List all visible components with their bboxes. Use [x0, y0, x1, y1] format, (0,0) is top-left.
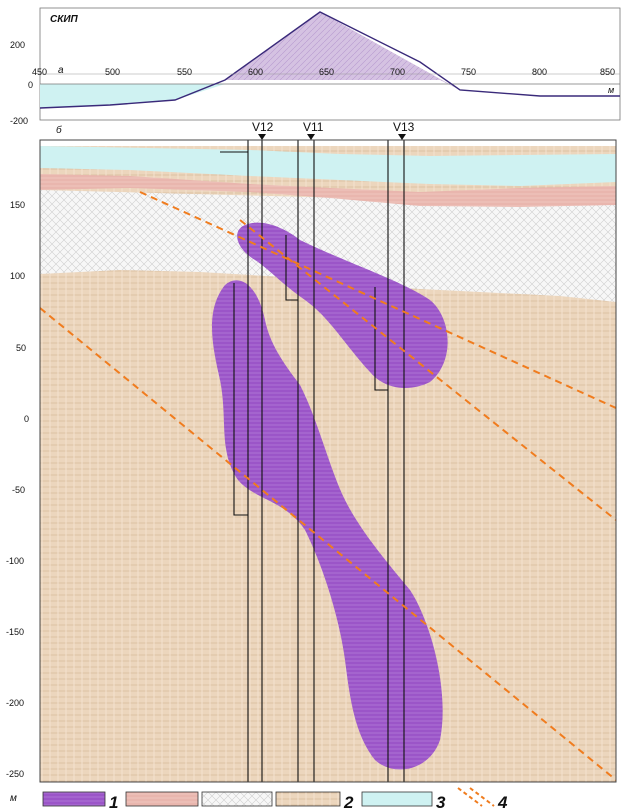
y-tick-label: -200: [6, 698, 24, 708]
x-tick-label: 850: [600, 67, 615, 77]
legend-number: 3: [436, 793, 446, 810]
fault-line: [139, 191, 616, 409]
ore-contact-v12: [233, 283, 248, 516]
panel-a-label: а: [58, 65, 64, 76]
y-tick-label: -150: [6, 627, 24, 637]
anomaly-negative-fill: [40, 84, 225, 108]
weathered-layer: [40, 190, 616, 302]
legend-swatch-water: [361, 791, 433, 807]
legend-swatch-host: [275, 791, 341, 807]
x-tick-label: 800: [532, 67, 547, 77]
panel-b-y-axis: 150 100 50 0 -50 -100 -150 -200 -250 м: [6, 200, 29, 804]
ore-contact-v13: [374, 287, 388, 391]
panel-b: б: [6, 120, 617, 804]
y-tick-label: -50: [12, 485, 25, 495]
well-label-v12: V12: [252, 120, 274, 134]
anomaly-positive-fill: [225, 12, 460, 90]
well-label-v11: V11: [303, 120, 324, 134]
water-layer: [40, 146, 616, 186]
legend-swatch-orebody: [42, 791, 106, 807]
red-layer: [40, 174, 616, 207]
y-tick-label: 50: [16, 343, 26, 353]
borehole-lines: [220, 140, 405, 782]
panel-a-title: СКИП: [50, 14, 79, 25]
x-tick-label: 600: [248, 67, 263, 77]
orebody-lower: [211, 280, 443, 770]
y-tick-label: -250: [6, 769, 24, 779]
section-area: [40, 140, 616, 782]
well-label-v13: V13: [393, 120, 415, 134]
y-tick-label: 0: [28, 80, 33, 90]
legend-swatch-fault: [469, 787, 495, 807]
y-tick-label: 0: [24, 414, 29, 424]
x-tick-label: 750: [461, 67, 476, 77]
legend-number: 4: [497, 793, 508, 810]
y-tick-label: -100: [6, 556, 24, 566]
y-tick-label: 100: [10, 271, 25, 281]
well-markers: [258, 134, 406, 140]
surface-band: [40, 140, 616, 146]
panel-a-x-axis: 450 500 550 600 650 700 750 800 850: [32, 67, 620, 77]
ore-contact-v11: [285, 235, 298, 301]
y-tick-label: 150: [10, 200, 25, 210]
panel-a: 450 500 550 600 650 700 750 800 850 а СК…: [10, 7, 621, 126]
skip-curve: [39, 11, 620, 109]
legend-number: 2: [343, 793, 354, 810]
x-tick-label: 450: [32, 67, 47, 77]
panel-b-label: б: [56, 124, 62, 136]
panel-a-x-unit: м: [608, 85, 614, 95]
fault-line: [40, 307, 616, 781]
legend-swatch-red: [125, 791, 199, 807]
y-tick-label: -200: [10, 116, 28, 126]
y-tick-label: 200: [10, 40, 25, 50]
x-tick-label: 500: [105, 67, 120, 77]
x-tick-label: 550: [177, 67, 192, 77]
legend-number: 1: [109, 793, 118, 810]
section-frame: [39, 139, 617, 783]
legend-swatch-fault: [457, 787, 483, 807]
x-tick-label: 700: [390, 67, 405, 77]
fault-line: [239, 219, 616, 521]
fault-lines: [40, 191, 616, 781]
x-tick-label: 650: [319, 67, 334, 77]
panel-b-y-unit: м: [10, 793, 17, 804]
legend: 1 2 3 4: [42, 787, 508, 810]
orebody-upper: [237, 222, 448, 388]
legend-swatch-weathered: [201, 791, 273, 807]
